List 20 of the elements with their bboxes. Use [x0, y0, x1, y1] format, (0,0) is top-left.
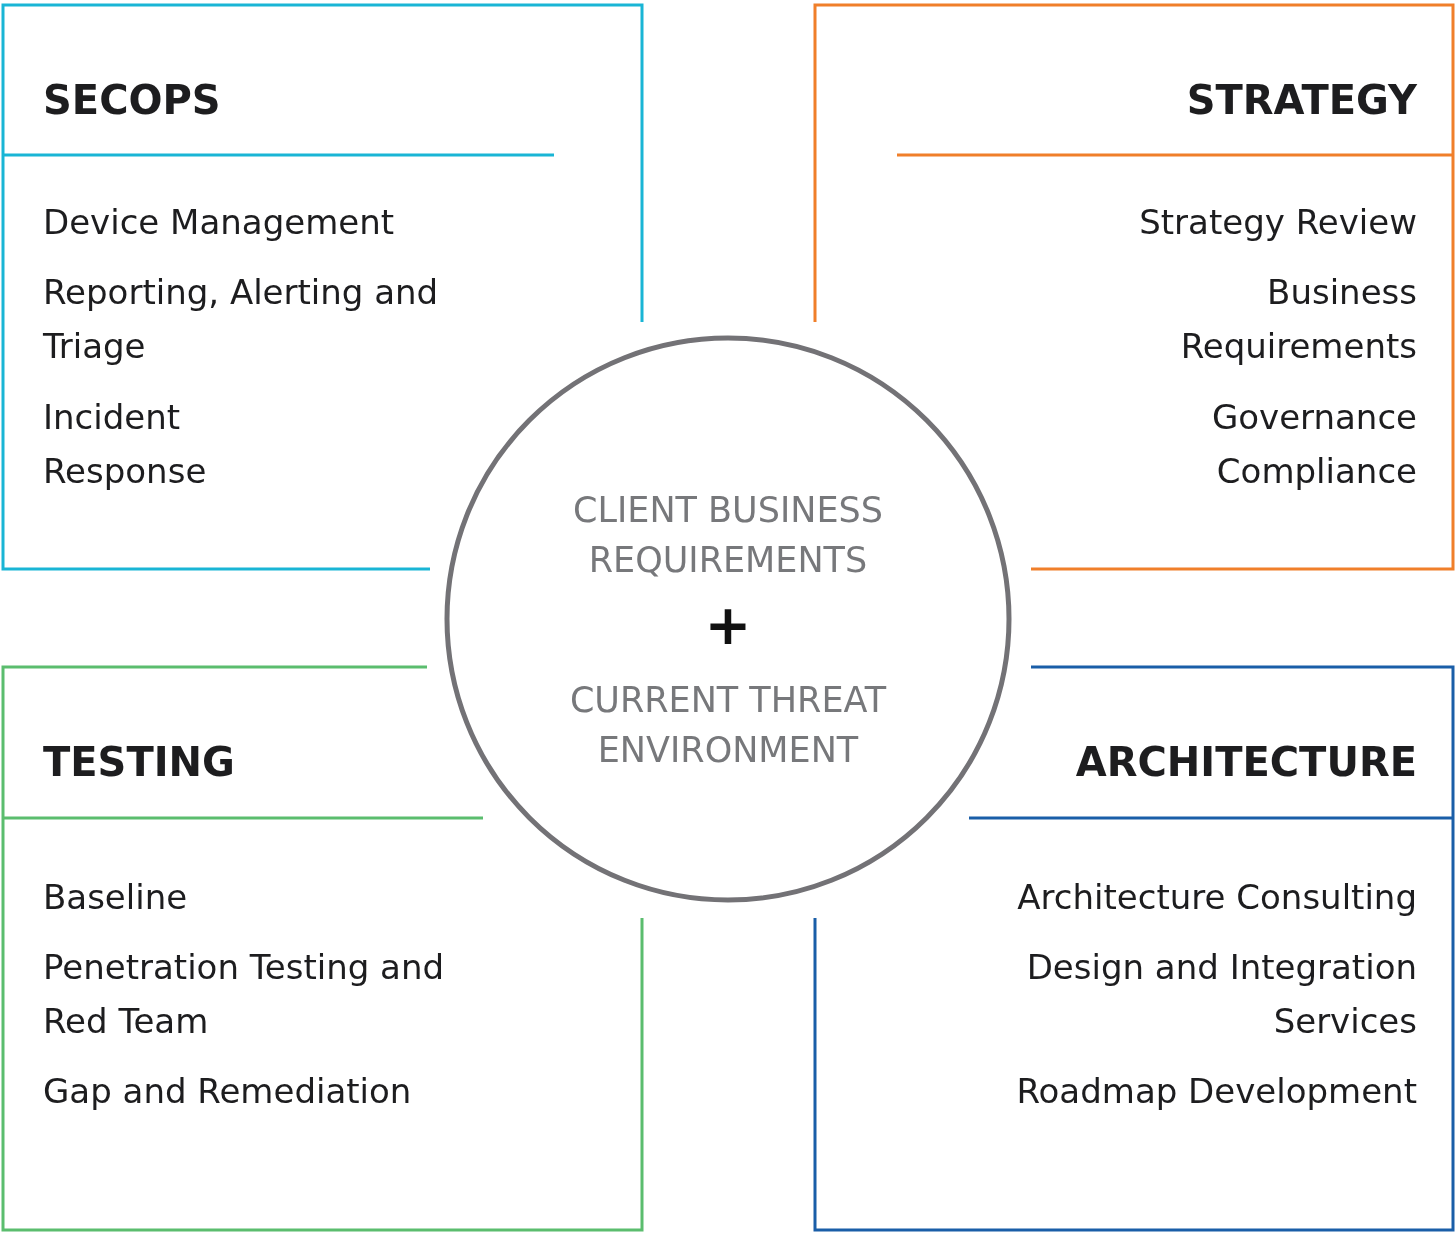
center-text: CLIENT BUSINESS REQUIREMENTS — [572, 489, 884, 582]
service-item: Baseline — [43, 876, 189, 919]
panel-heading: TESTING — [43, 738, 235, 786]
plus-sign: + — [703, 600, 753, 650]
service-item: Roadmap Development — [1015, 1070, 1417, 1113]
service-item: Design and Integration Services — [1025, 946, 1417, 1043]
service-item: Device Management — [43, 201, 396, 244]
center-text: CURRENT THREAT ENVIRONMENT — [568, 679, 888, 772]
service-item: Architecture Consulting — [1016, 876, 1417, 919]
panel-heading: ARCHITECTURE — [1075, 738, 1417, 786]
panel-heading: STRATEGY — [1186, 76, 1417, 124]
center-circle — [444, 335, 1012, 903]
service-item: Penetration Testing and Red Team — [43, 946, 446, 1043]
service-item: Strategy Review — [1138, 201, 1417, 244]
service-item: Reporting, Alerting and Triage — [43, 271, 440, 368]
service-item: Governance Compliance — [1210, 396, 1417, 493]
service-item: Incident Response — [43, 396, 208, 493]
panel-heading: SECOPS — [43, 76, 221, 124]
service-item: Business Requirements — [1179, 271, 1417, 368]
service-item: Gap and Remediation — [43, 1070, 413, 1113]
